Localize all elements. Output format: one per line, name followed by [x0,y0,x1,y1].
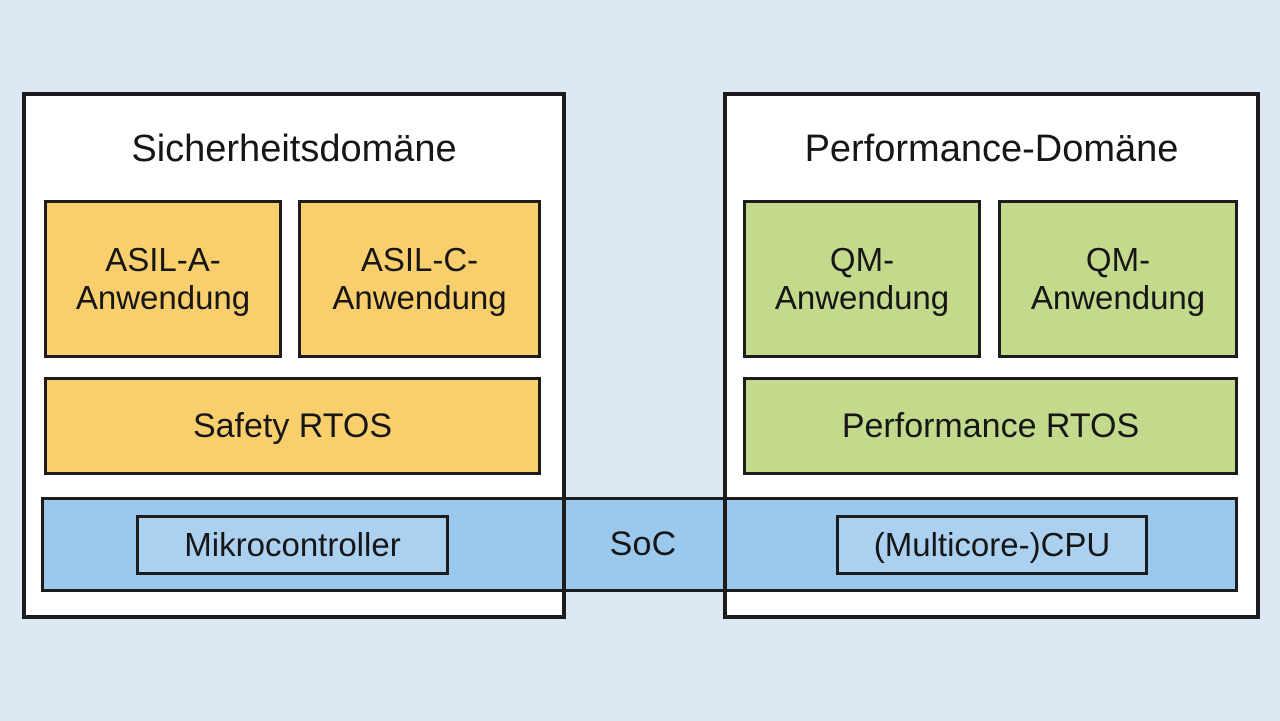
performance-application-tile: QM- Anwendung [743,200,981,358]
safety-application-line1: ASIL-A- [105,240,221,278]
performance-domain-box [723,92,1260,619]
soc-band [41,497,1238,592]
safety-application-line2: Anwendung [75,279,251,316]
safety-domain-box [22,92,566,619]
performance-application-line1: QM- [829,240,895,278]
soc-band-left-edge [41,497,44,592]
performance-rtos-bar: Performance RTOS [743,377,1238,475]
performance-application-tile: QM- Anwendung [998,200,1238,358]
soc-label: SoC [609,525,677,563]
cpu-box: (Multicore-)CPU [836,515,1148,575]
safety-application-line2: Anwendung [332,279,507,316]
safety-rtos-bar: Safety RTOS [44,377,541,475]
safety-application-tile: ASIL-C- Anwendung [298,200,541,358]
performance-application-line2: Anwendung [1030,279,1206,316]
microcontroller-box: Mikrocontroller [136,515,449,575]
safety-application-line1: ASIL-C- [360,240,479,278]
safety-domain-title: Sicherheitsdomäne [131,127,457,170]
performance-domain-title: Performance-Domäne [804,127,1179,170]
soc-band-right-edge [1235,497,1238,592]
performance-application-line2: Anwendung [774,279,950,316]
performance-application-line1: QM- [1085,240,1151,278]
safety-application-tile: ASIL-A- Anwendung [44,200,282,358]
